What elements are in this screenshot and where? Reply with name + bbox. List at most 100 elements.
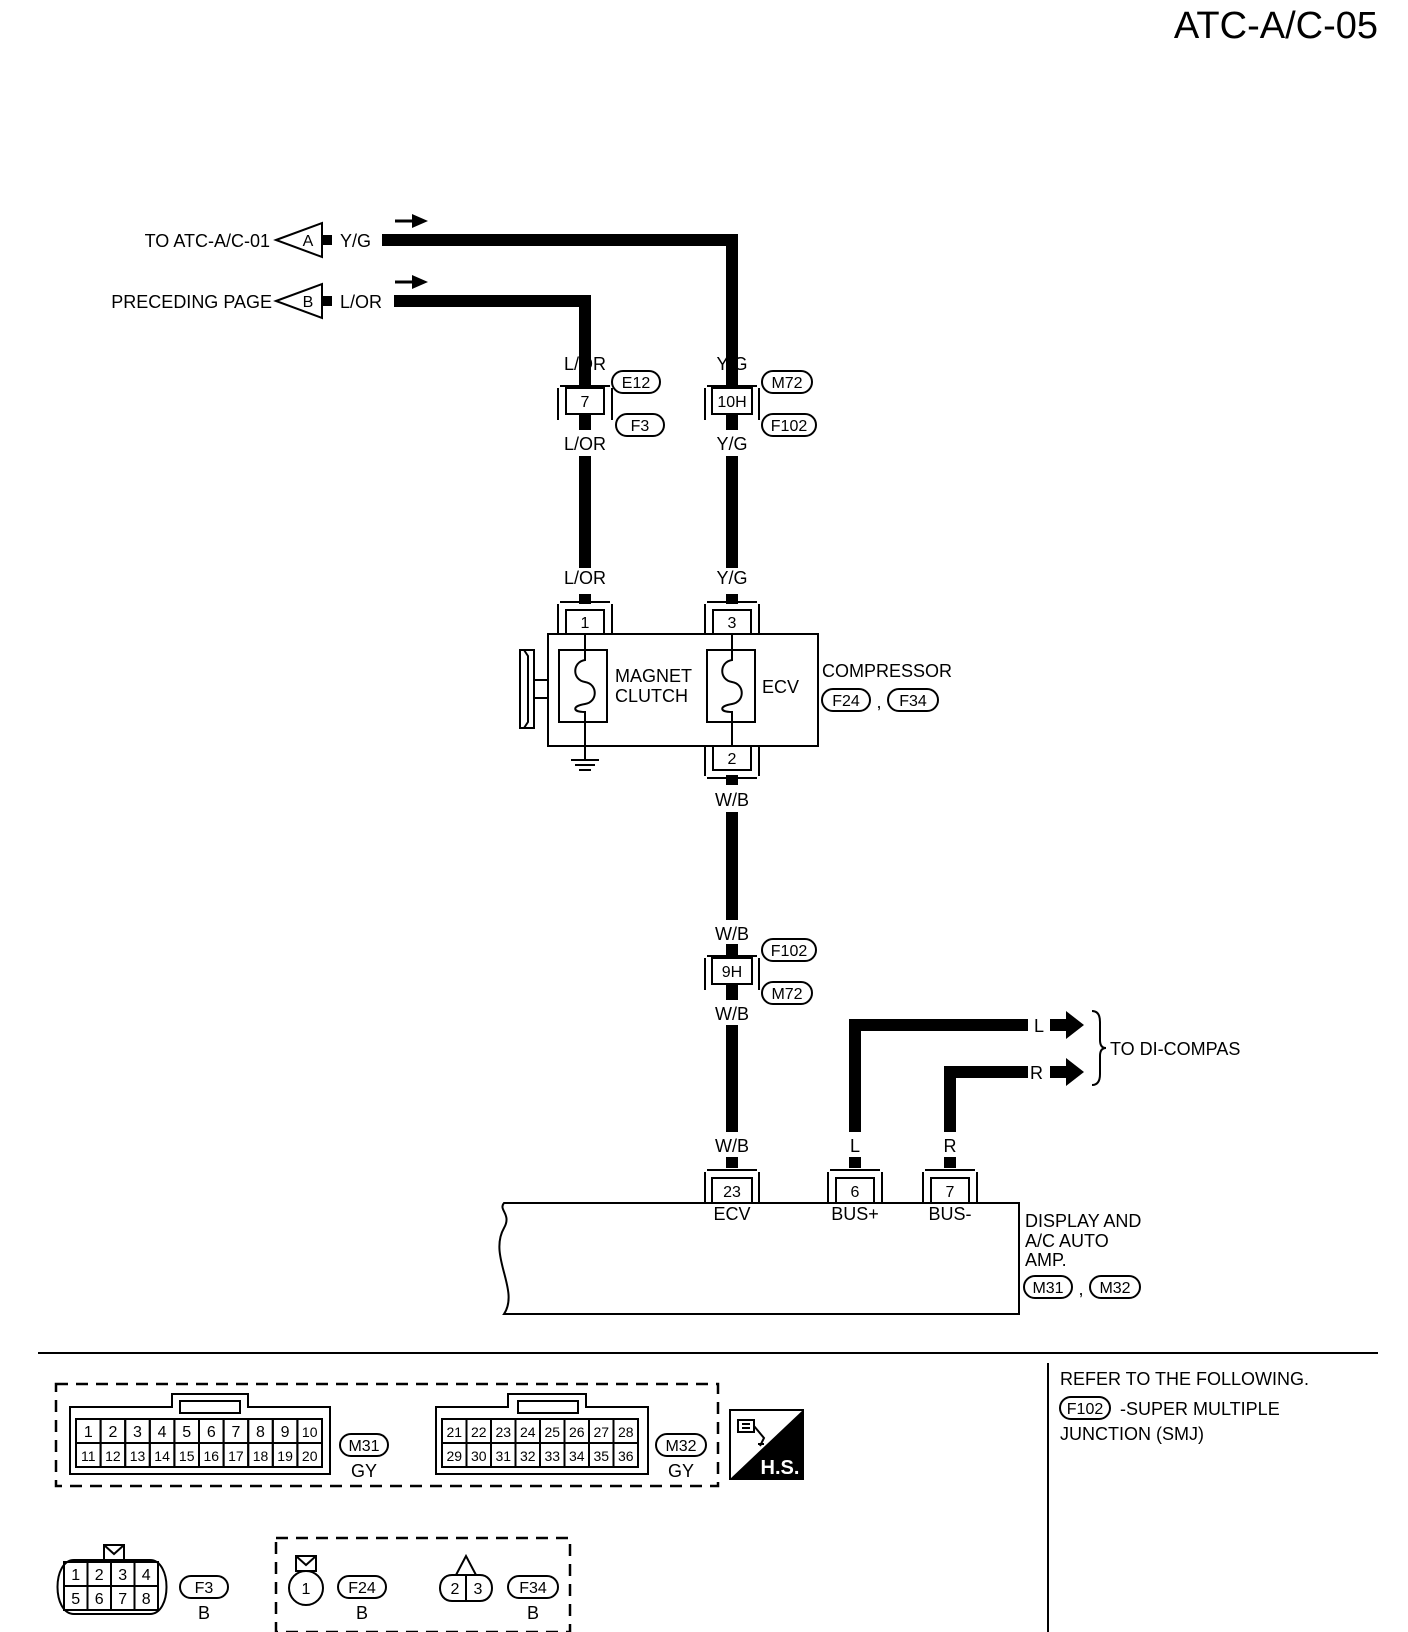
lock-tab-icon (103, 1544, 125, 1561)
amp-pin-6-label: BUS+ (831, 1204, 879, 1224)
svg-text:M32: M32 (1099, 1280, 1130, 1297)
refer-code-badge (1059, 1396, 1111, 1420)
pin-number: 30 (471, 1448, 487, 1464)
wire-label-lor-2: L/OR (564, 434, 606, 454)
connector-code-f102: F102 (771, 943, 808, 960)
connector-code-m72: M72 (771, 986, 802, 1003)
svg-text:F34: F34 (899, 693, 927, 710)
wire-label-r-2: R (944, 1136, 957, 1156)
wire-label-yg-1: Y/G (716, 354, 747, 374)
pin-number: 36 (618, 1448, 634, 1464)
pin-number: 18 (253, 1448, 269, 1464)
offpage-connector-a[interactable]: TO ATC-A/C-01 A Y/G (145, 221, 371, 259)
pin-number: 13 (130, 1448, 146, 1464)
wire-label-l-2: L (850, 1136, 860, 1156)
pin-number: 14 (154, 1448, 170, 1464)
connector-pin-f34-2: 2 (451, 1581, 460, 1598)
pin-number: 8 (256, 1424, 265, 1441)
coil2-label: ECV (762, 677, 799, 697)
magnet-clutch-coil-icon (558, 649, 608, 723)
offpage-a-stub (322, 235, 332, 245)
amp-pin-6: 6 (851, 1184, 860, 1201)
junction-m72-f102[interactable]: 10H M72 F102 (704, 370, 817, 437)
junction-pin: 10H (717, 394, 746, 411)
pin-number: 31 (495, 1448, 511, 1464)
offpage-connector-b[interactable]: PRECEDING PAGE B L/OR (111, 282, 382, 320)
compressor-pin-2: 2 (728, 751, 737, 768)
ground-icon (571, 759, 599, 771)
junction-e12-f3[interactable]: 7 E12 F3 (557, 370, 665, 437)
connector-pin-f34-3: 3 (474, 1581, 483, 1598)
pin-number: 2 (108, 1424, 117, 1441)
pin-number: 1 (71, 1567, 80, 1584)
offpage-b-letter: B (303, 294, 314, 311)
svg-text:,: , (876, 692, 881, 712)
wire-label-wb-3: W/B (715, 1004, 749, 1024)
connector-code-f3: F3 (195, 1580, 214, 1597)
wire-l (849, 1019, 1028, 1132)
refer-heading: REFER TO THE FOLLOWING. (1060, 1369, 1309, 1389)
clutch-disc-icon (519, 649, 548, 729)
pin-number: 3 (118, 1567, 127, 1584)
wire-yg-top (382, 234, 738, 375)
pin-number: 10 (302, 1424, 318, 1440)
junction-pin: 9H (722, 964, 742, 981)
pin-number: 1 (84, 1424, 93, 1441)
refer-desc-line1: -SUPER MULTIPLE (1120, 1399, 1280, 1419)
connector-harness-icon (737, 1419, 766, 1447)
pin-number: 4 (158, 1424, 167, 1441)
compressor-pin-3: 3 (728, 615, 737, 632)
pin-number: 20 (302, 1448, 318, 1464)
pin-number: 32 (520, 1448, 536, 1464)
pin-number: 34 (569, 1448, 585, 1464)
connector-face-f34[interactable]: 2 3 F34 B (439, 1553, 559, 1623)
connector-color-f24: B (356, 1603, 368, 1623)
wire-label-wb-2: W/B (715, 924, 749, 944)
connector-color-f34: B (527, 1603, 539, 1623)
wire-lor-top (394, 295, 591, 375)
offpage-a-color: Y/G (340, 231, 371, 251)
amp-pin-23-label: ECV (713, 1204, 750, 1224)
junction-f102-m72[interactable]: 9H F102 M72 (704, 938, 817, 1005)
amp-pin-7: 7 (946, 1184, 955, 1201)
pin-number: 4 (142, 1567, 151, 1584)
pin-number: 35 (593, 1448, 609, 1464)
arrow-l-icon (1050, 1011, 1084, 1039)
compressor-name: COMPRESSOR (822, 661, 952, 681)
offpage-b-arrow (273, 282, 323, 320)
wire-label-lor-3: L/OR (564, 568, 606, 588)
pin-number: 33 (544, 1448, 560, 1464)
display-ac-auto-amp[interactable]: 23 ECV 6 BUS+ 7 BUS- (498, 1169, 1020, 1315)
wire-label-wb-4: W/B (715, 1136, 749, 1156)
connector-code-e12: E12 (622, 375, 651, 392)
pin-cell (296, 1442, 323, 1468)
connector-code-m31: M31 (348, 1438, 379, 1455)
connector-color-m32: GY (668, 1461, 694, 1481)
coil1-label-line1: MAGNET (615, 666, 692, 686)
connector-color-f3: B (198, 1603, 210, 1623)
pin-number: 6 (207, 1424, 216, 1441)
compressor[interactable]: 1 3 2 MAGNET CLUTCH ECV (519, 601, 819, 779)
connector-face-f24[interactable]: 1 F24 B (288, 1555, 387, 1623)
connector-color-m31: GY (351, 1461, 377, 1481)
compressor-body (547, 633, 819, 747)
connector-group-f24-f34 (274, 1536, 572, 1632)
amp-name-line2: A/C AUTO (1025, 1231, 1109, 1251)
hs-badge: H.S. (729, 1409, 804, 1480)
pin-number: 5 (182, 1424, 191, 1441)
wire-label-yg-2: Y/G (716, 434, 747, 454)
connector-pin-f24: 1 (302, 1581, 311, 1598)
pin-number: 25 (544, 1424, 560, 1440)
pin-number: 15 (179, 1448, 195, 1464)
compressor-pin-1: 1 (581, 615, 590, 632)
pin-cell (612, 1442, 639, 1468)
offpage-a-arrow (273, 221, 323, 259)
svg-text:F24: F24 (832, 693, 860, 710)
offpage-b-text: PRECEDING PAGE (111, 292, 272, 312)
refer-desc-line2: JUNCTION (SMJ) (1060, 1424, 1204, 1444)
